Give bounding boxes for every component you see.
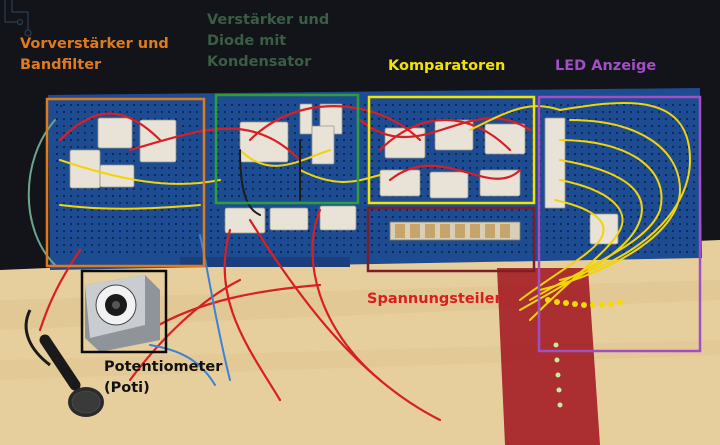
label-led-anzeige: LED Anzeige [555,58,657,74]
label-spannungsteiler: Spannungsteiler [367,291,502,307]
label-vorverstaerker: Vorverstärker und Bandfilter [20,34,169,76]
frame-spannungsteiler [366,206,536,273]
label-potentiometer-line2: (Poti) [104,380,150,396]
potentiometer-box [85,275,160,352]
label-komparatoren: Komparatoren [388,58,506,74]
circuit-decoration [4,0,32,37]
label-verstaerker: Verstärker und Diode mit Kondensator [207,10,329,73]
frame-verstaerker [214,93,360,205]
label-vorverstaerker-line1: Vorverstärker und [20,36,169,52]
red-film [497,268,600,445]
pegboard-holes [60,105,62,107]
label-potentiometer-line1: Potentiometer [104,359,223,375]
microphone [24,309,104,417]
label-potentiometer: Potentiometer (Poti) [104,357,222,399]
frame-potentiometer [80,269,168,354]
label-vorverstaerker-line2: Bandfilter [20,57,102,73]
wires [27,101,692,422]
label-verstaerker-line2: Diode mit [207,33,287,49]
highlight-frames [45,93,702,354]
frame-led [537,95,702,353]
resistor-chain [389,221,521,241]
frame-vorverstaerker [45,97,206,268]
frame-komparatoren [367,95,536,205]
led-row [545,297,623,408]
label-verstaerker-line3: Kondensator [207,54,312,70]
label-verstaerker-line1: Verstärker und [207,12,330,28]
